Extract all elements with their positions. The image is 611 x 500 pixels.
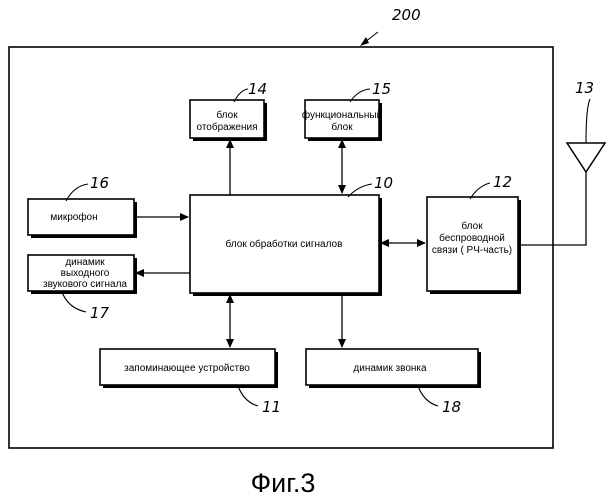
figure-caption: Фиг.3 (251, 468, 316, 498)
microphone-label: микрофон (50, 211, 97, 223)
output-speaker-label-line1: динамик (65, 257, 105, 268)
memory-block: запоминающее устройство (100, 349, 278, 388)
wireless-label-line2: беспроводной (439, 232, 505, 244)
signal-processing-label: блок обработки сигналов (226, 238, 343, 250)
wireless-ref: 12 (493, 173, 512, 191)
ring-speaker-ref: 18 (442, 398, 461, 416)
display-ref: 14 (248, 80, 267, 98)
wireless-label-line3: связи ( РЧ-часть) (432, 245, 512, 256)
functional-block: функциональный блок (302, 100, 382, 141)
ring-speaker-label: динамик звонка (353, 363, 427, 374)
figure-ref: 200 (392, 6, 421, 24)
functional-label-line1: функциональный (302, 109, 382, 121)
wireless-label-line1: блок (461, 220, 483, 232)
ring-speaker-block: динамик звонка (306, 349, 481, 388)
output-speaker-label-line2: выходного (61, 268, 110, 279)
display-block: блок отображения (190, 100, 267, 141)
microphone-block: микрофон (28, 199, 137, 238)
functional-label-line2: блок (331, 121, 353, 133)
display-label-line2: отображения (197, 121, 258, 133)
memory-ref: 11 (262, 398, 281, 416)
wireless-block: блок беспроводной связи ( РЧ-часть) (427, 197, 521, 294)
memory-label: запоминающее устройство (124, 363, 250, 374)
display-label-line1: блок (216, 109, 238, 121)
output-speaker-block: динамик выходного звукового сигнала (28, 255, 137, 294)
signal-processing-ref: 10 (374, 174, 393, 192)
output-speaker-ref: 17 (90, 304, 110, 322)
output-speaker-label-line3: звукового сигнала (43, 279, 127, 290)
antenna-ref: 13 (575, 79, 594, 97)
signal-processing-block: блок обработки сигналов (190, 195, 382, 296)
antenna-icon (518, 143, 605, 245)
microphone-ref: 16 (90, 174, 109, 192)
functional-ref: 15 (372, 80, 391, 98)
